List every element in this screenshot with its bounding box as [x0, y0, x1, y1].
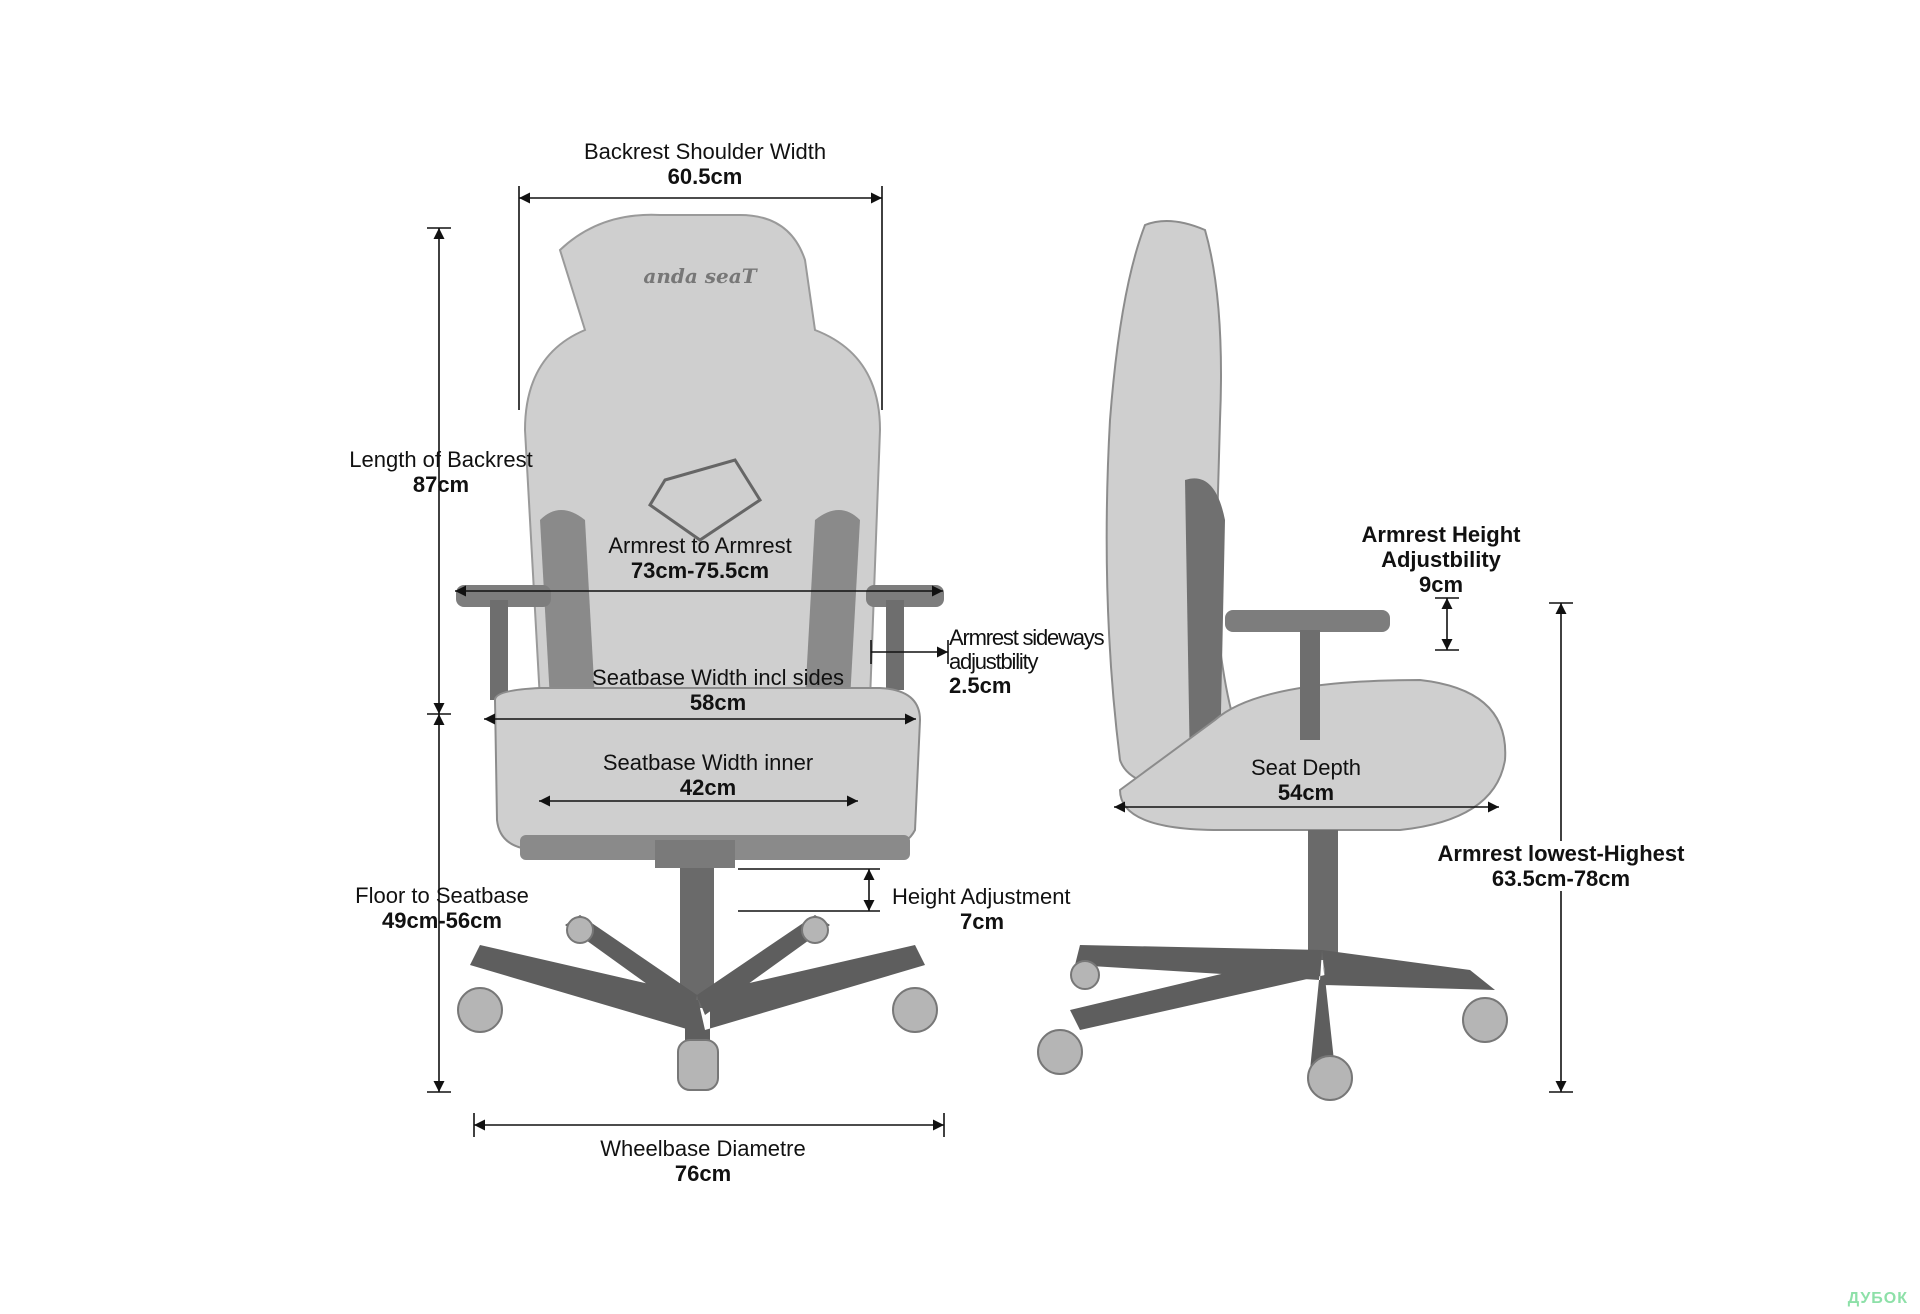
brand-logo: anda seaT [643, 264, 758, 288]
dimension-lines [427, 186, 1573, 1137]
watermark-logo: ДУБОК [1847, 1290, 1908, 1307]
side-chair [1037, 220, 1508, 1101]
